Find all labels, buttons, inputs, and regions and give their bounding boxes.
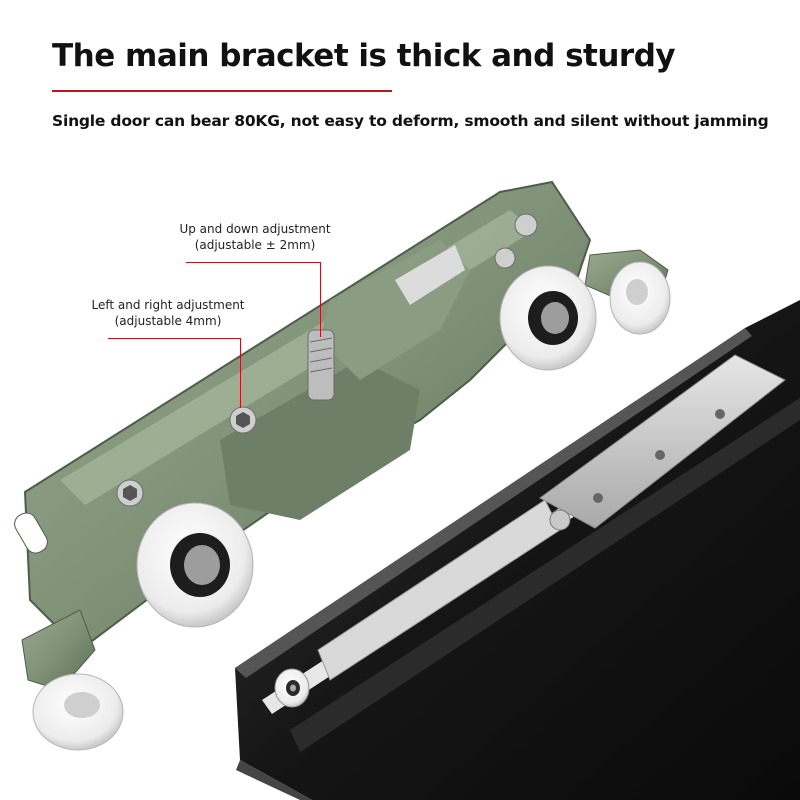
bracket-wheel-small-right <box>609 261 671 335</box>
callout-up-down-detail: (adjustable ± 2mm) <box>194 238 316 252</box>
headline: The main bracket is thick and sturdy <box>52 38 676 74</box>
callout-up-down-leader-h <box>186 262 320 263</box>
subheadline: Single door can bear 80KG, not easy to d… <box>52 112 769 130</box>
callout-up-down: Up and down adjustment (adjustable ± 2mm… <box>172 221 338 253</box>
track-roller <box>274 668 310 708</box>
callout-left-right: Left and right adjustment (adjustable 4m… <box>85 297 251 329</box>
bracket-wheel-small-left <box>32 673 124 751</box>
callout-up-down-leader-v <box>320 262 321 337</box>
headline-underline <box>52 90 392 92</box>
carriage-plate <box>317 354 786 681</box>
callout-left-right-leader-h <box>108 338 240 339</box>
callout-left-right-title: Left and right adjustment <box>91 298 245 312</box>
product-illustration <box>14 180 800 800</box>
callout-left-right-detail: (adjustable 4mm) <box>114 314 222 328</box>
bracket-wheel-large-right <box>499 265 597 371</box>
callout-up-down-title: Up and down adjustment <box>179 222 331 236</box>
callout-left-right-leader-v <box>240 338 241 408</box>
bracket-wheel-large-left <box>136 502 254 628</box>
